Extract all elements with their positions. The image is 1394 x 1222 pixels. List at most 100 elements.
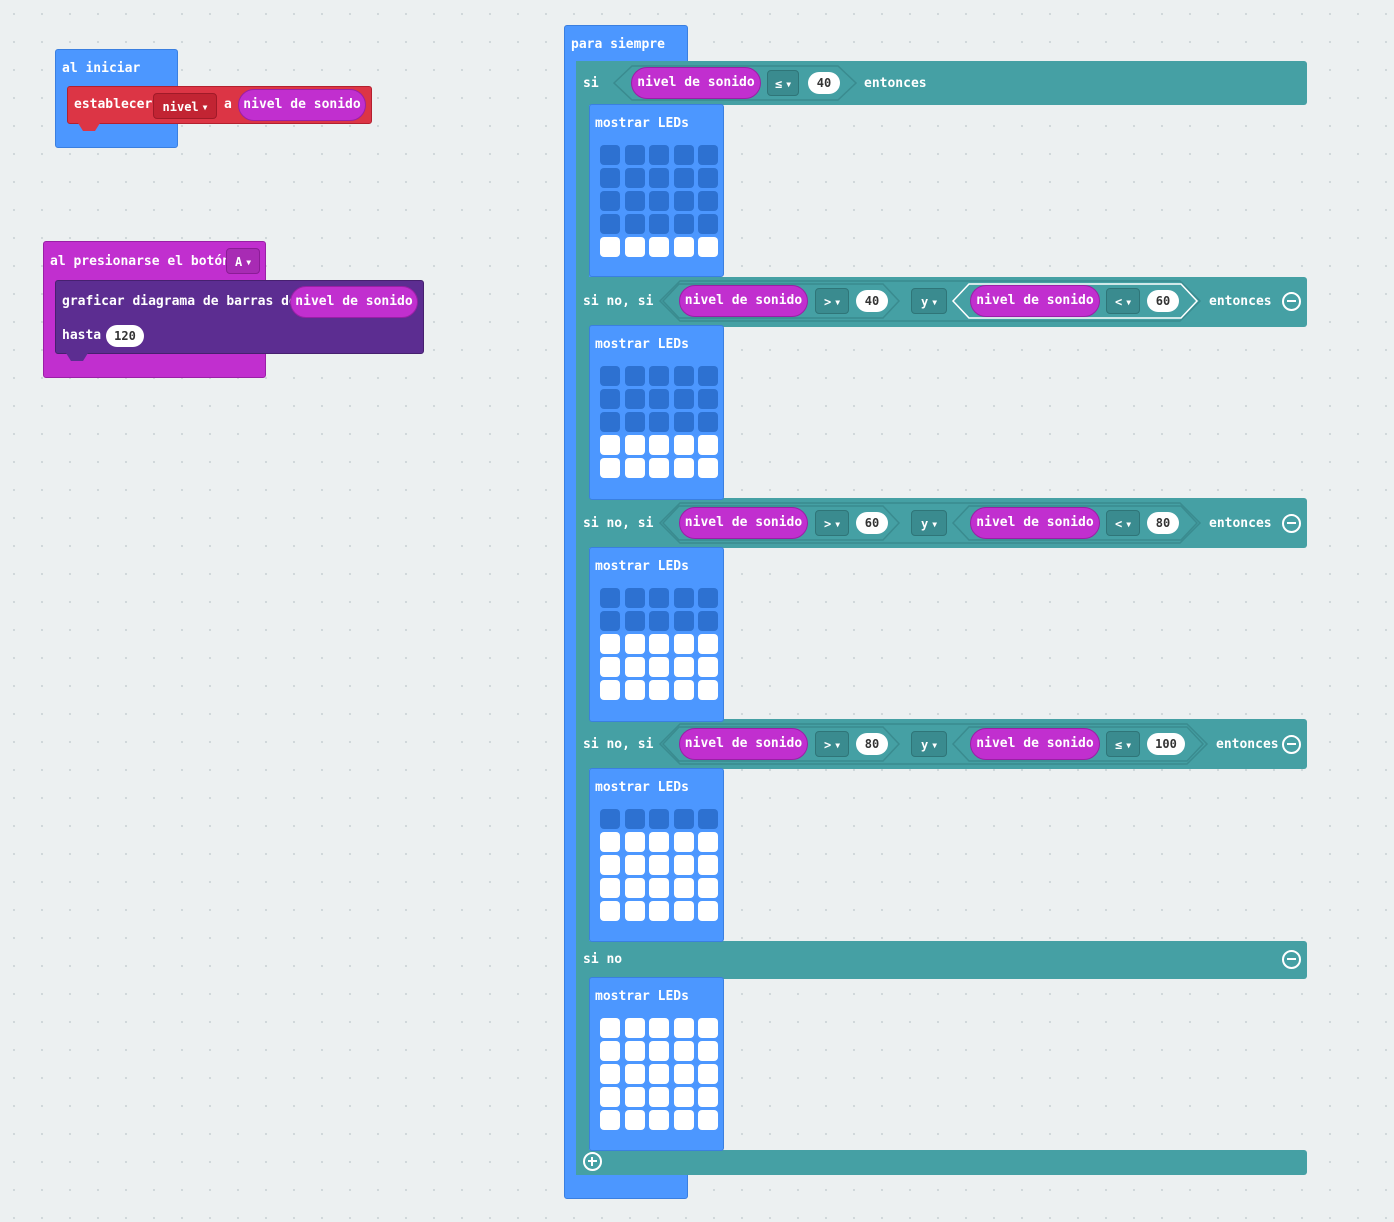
led-off[interactable]	[698, 412, 718, 432]
led-off[interactable]	[624, 412, 645, 432]
remove-branch-icon[interactable]	[1282, 950, 1301, 969]
led-on[interactable]	[600, 435, 620, 455]
led-on[interactable]	[624, 901, 645, 921]
led-off[interactable]	[600, 412, 620, 432]
led-off[interactable]	[673, 611, 694, 631]
led-off[interactable]	[673, 145, 694, 165]
operator-dropdown[interactable]: <▼	[1106, 288, 1140, 314]
led-off[interactable]	[698, 366, 718, 386]
sound-level-reporter[interactable]: nivel de sonido	[970, 507, 1100, 539]
led-on[interactable]	[673, 435, 694, 455]
led-on[interactable]	[600, 657, 620, 677]
led-off[interactable]	[600, 145, 620, 165]
led-on[interactable]	[673, 1018, 694, 1038]
show-leds-block-3[interactable]: mostrar LEDs	[589, 547, 724, 722]
if-footer[interactable]	[576, 1150, 1307, 1175]
led-off[interactable]	[649, 366, 669, 386]
up-to-input[interactable]: 120	[106, 325, 144, 347]
led-off[interactable]	[673, 389, 694, 409]
led-on[interactable]	[698, 1110, 718, 1130]
led-on[interactable]	[649, 1041, 669, 1061]
button-dropdown[interactable]: A▼	[226, 248, 260, 274]
led-off[interactable]	[600, 588, 620, 608]
led-on[interactable]	[600, 855, 620, 875]
led-off[interactable]	[649, 412, 669, 432]
led-on[interactable]	[673, 237, 694, 257]
led-on[interactable]	[600, 1064, 620, 1084]
led-on[interactable]	[649, 634, 669, 654]
led-off[interactable]	[673, 214, 694, 234]
compare-value-input[interactable]: 80	[856, 733, 888, 755]
led-on[interactable]	[600, 1087, 620, 1107]
led-on[interactable]	[698, 435, 718, 455]
led-on[interactable]	[624, 680, 645, 700]
led-off[interactable]	[600, 191, 620, 211]
led-on[interactable]	[624, 237, 645, 257]
led-on[interactable]	[600, 634, 620, 654]
led-off[interactable]	[673, 366, 694, 386]
compare-value-input[interactable]: 100	[1147, 733, 1185, 755]
operator-dropdown[interactable]: >▼	[815, 510, 849, 536]
led-off[interactable]	[673, 588, 694, 608]
led-on[interactable]	[698, 1064, 718, 1084]
led-off[interactable]	[698, 611, 718, 631]
show-leds-block-2[interactable]: mostrar LEDs	[589, 325, 724, 500]
show-leds-block-4[interactable]: mostrar LEDs	[589, 768, 724, 942]
led-on[interactable]	[698, 237, 718, 257]
led-off[interactable]	[673, 412, 694, 432]
led-off[interactable]	[600, 214, 620, 234]
led-off[interactable]	[624, 588, 645, 608]
led-on[interactable]	[673, 1041, 694, 1061]
remove-branch-icon[interactable]	[1282, 514, 1301, 533]
show-leds-block-5[interactable]: mostrar LEDs	[589, 977, 724, 1151]
led-off[interactable]	[698, 191, 718, 211]
led-on[interactable]	[624, 657, 645, 677]
add-branch-icon[interactable]	[583, 1152, 602, 1171]
sound-level-reporter[interactable]: nivel de sonido	[679, 728, 808, 760]
led-on[interactable]	[649, 680, 669, 700]
led-on[interactable]	[698, 1041, 718, 1061]
and-dropdown[interactable]: y▼	[911, 510, 947, 536]
led-on[interactable]	[600, 680, 620, 700]
led-on[interactable]	[624, 1087, 645, 1107]
led-on[interactable]	[673, 1064, 694, 1084]
led-on[interactable]	[600, 832, 620, 852]
led-on[interactable]	[624, 435, 645, 455]
led-on[interactable]	[673, 1110, 694, 1130]
led-on[interactable]	[698, 855, 718, 875]
led-off[interactable]	[624, 145, 645, 165]
led-on[interactable]	[624, 1041, 645, 1061]
led-on[interactable]	[698, 680, 718, 700]
operator-dropdown[interactable]: ≤▼	[767, 70, 799, 96]
led-on[interactable]	[673, 1087, 694, 1107]
led-off[interactable]	[649, 588, 669, 608]
compare-value-input[interactable]: 60	[856, 512, 888, 534]
led-on[interactable]	[649, 901, 669, 921]
led-off[interactable]	[624, 389, 645, 409]
compare-value-input[interactable]: 60	[1147, 290, 1179, 312]
operator-dropdown[interactable]: >▼	[815, 731, 849, 757]
led-on[interactable]	[624, 1064, 645, 1084]
led-on[interactable]	[698, 634, 718, 654]
led-on[interactable]	[698, 878, 718, 898]
led-off[interactable]	[649, 611, 669, 631]
led-on[interactable]	[624, 832, 645, 852]
led-on[interactable]	[624, 634, 645, 654]
set-variable-block[interactable]: establecer nivel▼ a nivel de sonido	[67, 86, 372, 124]
led-on[interactable]	[649, 1018, 669, 1038]
led-on[interactable]	[673, 458, 694, 478]
led-on[interactable]	[600, 458, 620, 478]
led-on[interactable]	[600, 878, 620, 898]
led-on[interactable]	[649, 1110, 669, 1130]
operator-dropdown[interactable]: <▼	[1106, 510, 1140, 536]
led-on[interactable]	[649, 1064, 669, 1084]
led-on[interactable]	[698, 832, 718, 852]
sound-level-reporter[interactable]: nivel de sonido	[290, 286, 418, 318]
and-dropdown[interactable]: y▼	[911, 288, 947, 314]
led-on[interactable]	[649, 458, 669, 478]
led-on[interactable]	[624, 1018, 645, 1038]
remove-branch-icon[interactable]	[1282, 735, 1301, 754]
led-off[interactable]	[624, 809, 645, 829]
and-dropdown[interactable]: y▼	[911, 731, 947, 757]
led-off[interactable]	[698, 145, 718, 165]
